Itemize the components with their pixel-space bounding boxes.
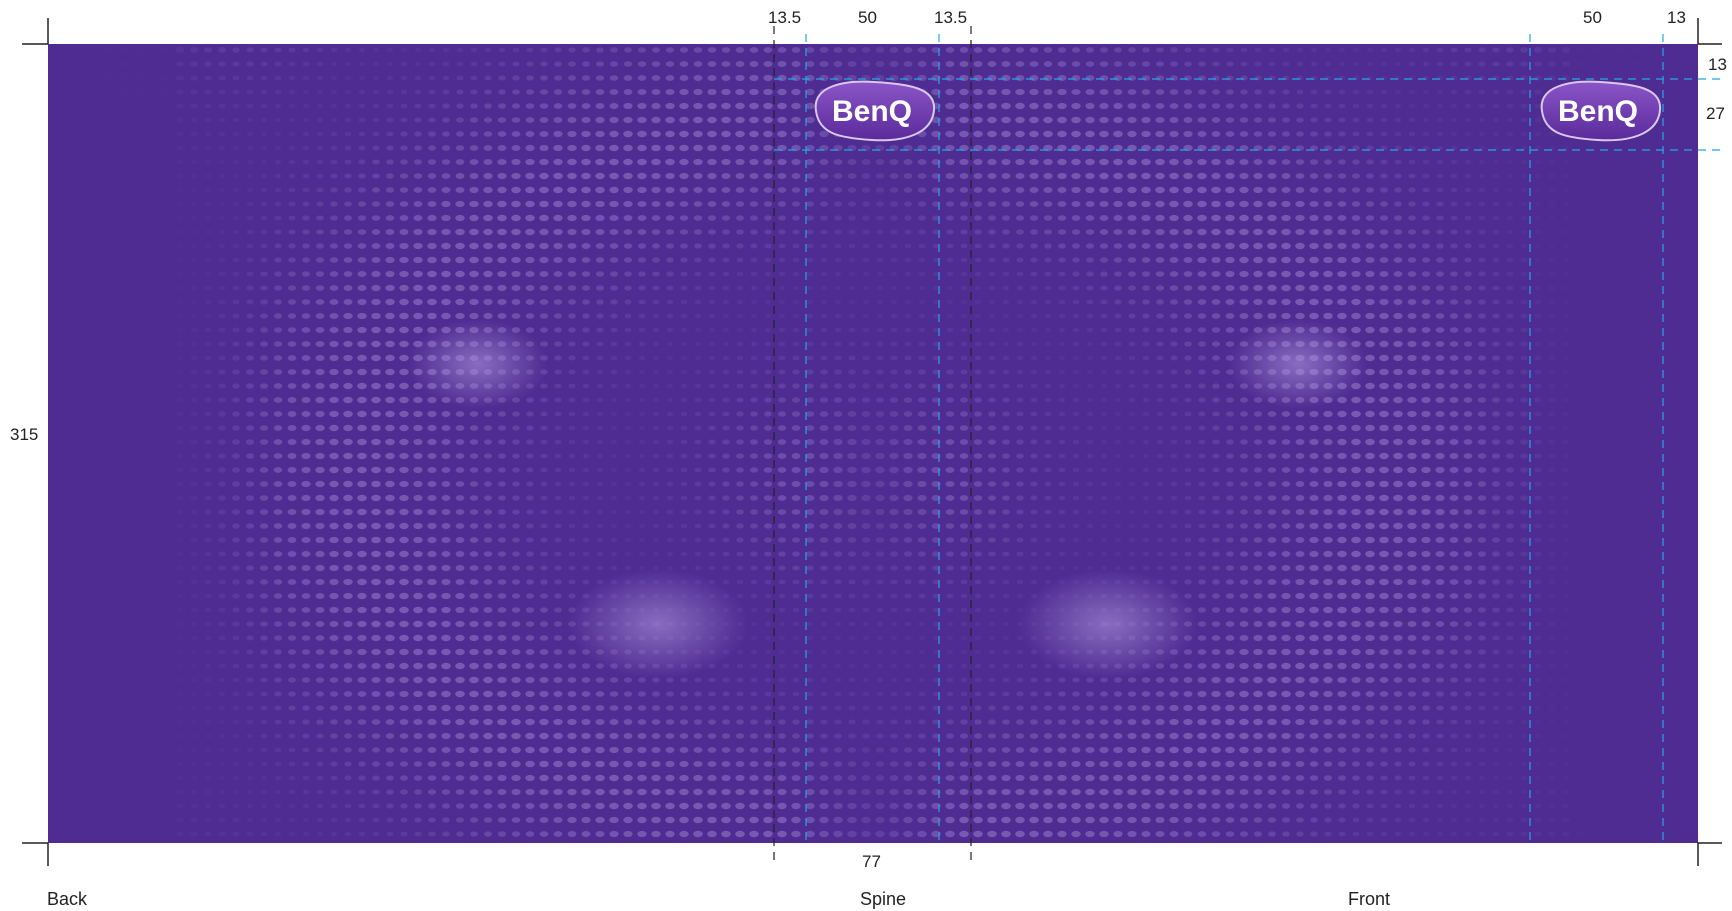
dim-top-right-bleed: 13.5 bbox=[934, 8, 968, 27]
cover-artwork: BenQ BenQ bbox=[48, 44, 1698, 843]
blue-guides bbox=[774, 34, 1722, 843]
dim-top-spine-width: 50 bbox=[858, 8, 877, 27]
dim-top-left-bleed: 13.5 bbox=[768, 8, 802, 27]
label-back: Back bbox=[47, 889, 88, 909]
label-front: Front bbox=[1348, 889, 1391, 909]
label-spine: Spine bbox=[860, 889, 907, 909]
crop-marks bbox=[22, 18, 1722, 866]
dim-top-front-logo-width: 50 bbox=[1583, 8, 1602, 27]
dim-left-height: 315 bbox=[10, 425, 39, 444]
spine-fold-lines bbox=[773, 26, 972, 866]
dim-bottom-spine-total: 77 bbox=[862, 852, 881, 871]
benq-logo-front: BenQ bbox=[1540, 80, 1662, 142]
benq-logo-spine: BenQ bbox=[814, 80, 936, 142]
dim-top-front-margin: 13 bbox=[1667, 8, 1686, 27]
dot-pattern bbox=[48, 44, 1698, 843]
dim-right-top-margin: 13 bbox=[1708, 55, 1727, 74]
dim-right-logo-height: 27 bbox=[1706, 104, 1725, 123]
